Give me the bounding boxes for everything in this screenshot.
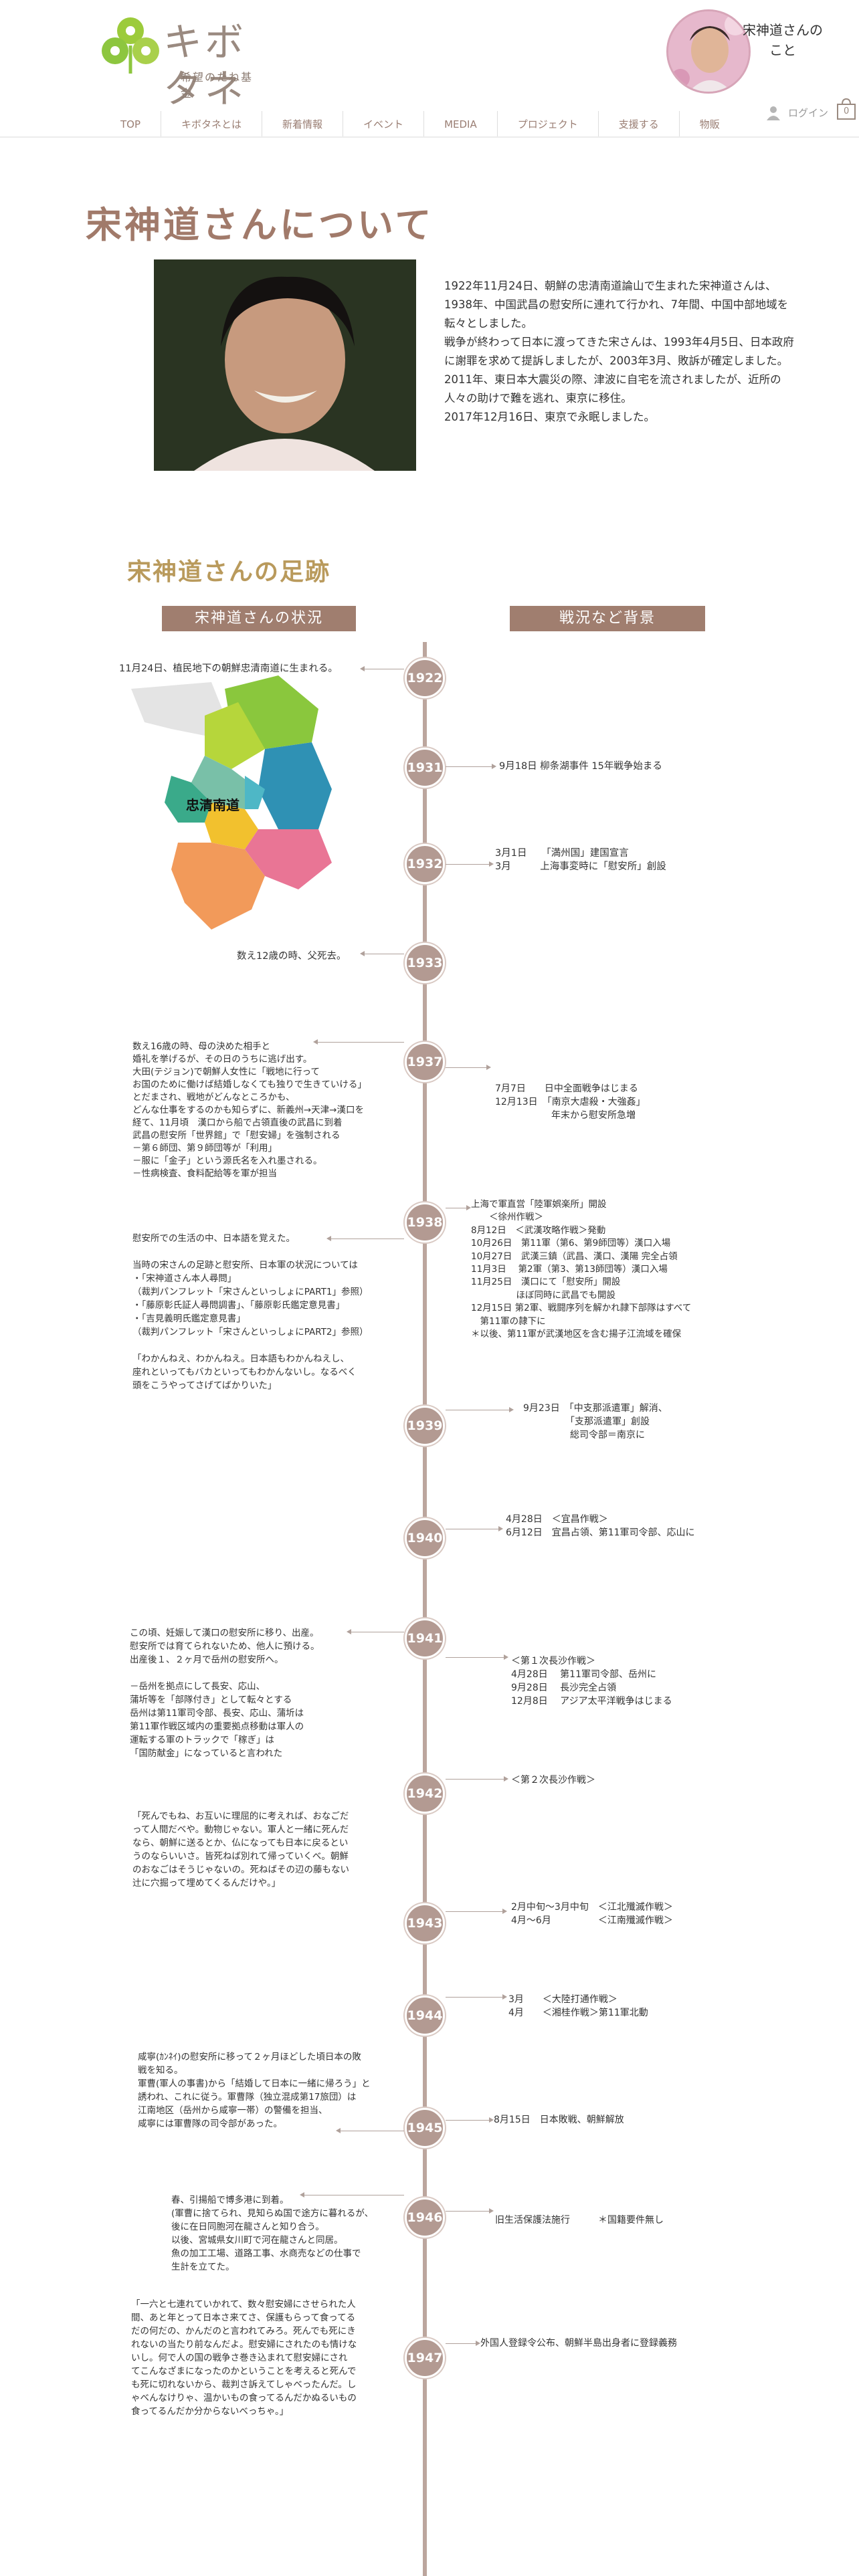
year-marker: 1939 xyxy=(405,1406,445,1446)
logo-subtitle: 希望のたね基金 xyxy=(181,71,254,100)
right-column-header: 戦況など背景 xyxy=(510,606,705,631)
arrow-right xyxy=(446,861,494,867)
nav-about[interactable]: キボタネとは xyxy=(161,111,262,138)
arrow-right xyxy=(446,2341,480,2346)
year-marker: 1944 xyxy=(405,1996,445,2036)
arrow-right xyxy=(446,1994,507,2000)
arrow-right xyxy=(446,1776,508,1782)
site-logo[interactable]: キボタネ 希望のたね基金 xyxy=(100,16,261,112)
cart-icon xyxy=(837,98,856,120)
page-title: 宋神道さんについて xyxy=(86,204,434,246)
timeline-line xyxy=(423,642,427,2576)
event-right-1938: 上海で軍直営「陸軍娯楽所」開設 ＜徐州作戦＞ 8月12日 ＜武漢攻略作戦＞発動 … xyxy=(471,1199,692,1340)
main-nav: TOP キボタネとは 新着情報 イベント MEDIA プロジェクト 支援する 物… xyxy=(100,111,740,138)
event-right-1944: 3月 ＜大陸打通作戦＞ 4月 ＜湘桂作戦＞第11軍北動 xyxy=(508,1994,648,2018)
year-marker: 1946 xyxy=(405,2197,445,2238)
nav-support[interactable]: 支援する xyxy=(597,111,679,138)
cart-button[interactable]: 0 xyxy=(836,98,856,120)
bio-line: 戦争が終わって日本に渡ってきた宋さんは、1993年4月5日、日本政府 xyxy=(444,336,794,348)
event-left-1946: 春、引揚船で博多港に到着。 (軍曹に捨てられ、見知らぬ国で途方に暮れるが、 後に… xyxy=(171,2195,374,2272)
arrow-right xyxy=(446,1065,491,1070)
bio-line: 1922年11月24日、朝鮮の忠清南道論山で生まれた宋神道さんは、 xyxy=(444,280,777,292)
arrow-right xyxy=(446,2208,494,2214)
event-right-1942: ＜第２次長沙作戦＞ xyxy=(511,1775,595,1786)
profile-title[interactable]: 宋神道さんの こと xyxy=(743,22,823,58)
event-left-1937: 数え16歳の時、母の決めた相手と 婚礼を挙げるが、その日のうちに逃げ出す。 大田… xyxy=(132,1041,367,1179)
biography-text: 1922年11月24日、朝鮮の忠清南道論山で生まれた宋神道さんは、 1938年、… xyxy=(444,277,805,427)
bio-line: 2017年12月16日、東京で永眠しました。 xyxy=(444,411,655,423)
profile-avatar[interactable] xyxy=(666,9,751,94)
event-left-1942: 「死んでもね、お互いに理屈的に考えれば、おなごだ って人間だべや。動物じゃない。… xyxy=(132,1811,349,1889)
year-marker: 1931 xyxy=(405,748,445,788)
arrow-right xyxy=(446,764,496,769)
nav-media[interactable]: MEDIA xyxy=(423,111,497,138)
arrow-right xyxy=(446,2117,494,2123)
event-left-1938: 慰安所での生活の中、日本語を覚えた。 当時の宋さんの足跡と慰安所、日本軍の状況に… xyxy=(132,1233,369,1391)
login-button[interactable]: ログイン xyxy=(765,104,828,120)
nav-events[interactable]: イベント xyxy=(343,111,423,138)
nav-top[interactable]: TOP xyxy=(120,118,141,130)
event-left-1947: 「一六と七連れていかれて、数々慰安婦にさせられた人 間、あと年とって日本さ来てさ… xyxy=(131,2299,357,2417)
year-marker: 1932 xyxy=(405,844,445,884)
event-right-1945: 8月15日 日本敗戦、朝鮮解放 xyxy=(494,2115,624,2125)
left-column-header: 宋神道さんの状況 xyxy=(162,606,356,631)
bio-line: 転々としました。 xyxy=(444,317,533,330)
cart-count: 0 xyxy=(844,106,850,116)
year-marker: 1922 xyxy=(405,658,445,698)
clover-logo-icon xyxy=(102,17,159,74)
user-icon xyxy=(767,106,780,120)
year-marker: 1945 xyxy=(405,2108,445,2148)
arrow-right xyxy=(446,1909,507,1914)
nav-projects[interactable]: プロジェクト xyxy=(496,111,598,138)
event-right-1932: 3月1日 「満州国」建国宣言 3月 上海事変時に「慰安所」創設 xyxy=(495,848,666,872)
year-marker: 1941 xyxy=(405,1618,445,1658)
year-marker: 1940 xyxy=(405,1518,445,1558)
korea-map-image xyxy=(131,675,332,930)
event-right-1947: 外国人登録令公布、朝鮮半島出身者に登録義務 xyxy=(480,2338,677,2349)
year-marker: 1937 xyxy=(405,1042,445,1082)
year-marker: 1942 xyxy=(405,1774,445,1814)
event-left-1941: この頃、妊娠して漢口の慰安所に移り、出産。 慰安所では育てられないため、他人に預… xyxy=(130,1628,320,1759)
event-left-1933: 数え12歳の時、父死去。 xyxy=(237,951,347,962)
header-divider xyxy=(0,136,859,138)
event-right-1931: 9月18日 柳条湖事件 15年戦争始まる xyxy=(499,761,662,772)
map-label: 忠清南道 xyxy=(186,797,240,813)
portrait-image xyxy=(668,11,749,92)
bio-line: 2011年、東日本大震災の際、津波に自宅を流されましたが、近所の xyxy=(444,373,781,386)
year-marker: 1947 xyxy=(405,2338,445,2378)
event-right-1941: ＜第１次長沙作戦＞ 4月28日 第11軍司令部、岳州に 9月28日 長沙完全占領… xyxy=(511,1656,672,1707)
year-marker: 1938 xyxy=(405,1202,445,1243)
event-right-1937: 7月7日 日中全面戦争はじまる 12月13日 「南京大虐殺・大強姦」 年末から慰… xyxy=(495,1083,646,1121)
section-title: 宋神道さんの足跡 xyxy=(127,558,331,586)
login-label: ログイン xyxy=(788,106,829,119)
nav-news[interactable]: 新着情報 xyxy=(262,111,343,138)
logo-title: キボタネ xyxy=(163,19,247,112)
year-marker: 1933 xyxy=(405,943,445,983)
event-right-1939: 9月23日 「中支那派遣軍」解消、 「支那派遣軍」創設 総司令部＝南京に xyxy=(523,1403,668,1440)
nav-shop[interactable]: 物販 xyxy=(678,111,740,138)
bio-line: 人々の助けで難を逃れ、東京に移住。 xyxy=(444,392,632,405)
year-marker: 1943 xyxy=(405,1903,445,1943)
hero-portrait-image xyxy=(154,259,416,471)
bio-line: 1938年、中国武昌の慰安所に連れて行かれ、7年間、中国中部地域を xyxy=(444,298,789,311)
event-right-1943: 2月中旬〜3月中旬 ＜江北殲滅作戦＞ 4月〜6月 ＜江南殲滅作戦＞ xyxy=(511,1902,673,1926)
event-right-1946: 旧生活保護法施行 ＊国籍要件無し xyxy=(495,2215,664,2226)
arrow-right xyxy=(446,1654,508,1660)
event-right-1940: 4月28日 ＜宜昌作戦＞ 6月12日 宜昌占領、第11軍司令部、応山に xyxy=(506,1514,695,1538)
event-left-1922: 11月24日、植民地下の朝鮮忠清南道に生まれる。 xyxy=(119,663,338,674)
arrow-left xyxy=(313,1039,404,1045)
bio-line: に謝罪を求めて提訴しましたが、2003年3月、敗訴が確定しました。 xyxy=(444,354,789,367)
event-left-1945: 咸寧(ｶﾝﾈｲ)の慰安所に移って２ヶ月ほどした頃日本の敗 戦を知る。 軍曹(軍人… xyxy=(138,2052,371,2129)
